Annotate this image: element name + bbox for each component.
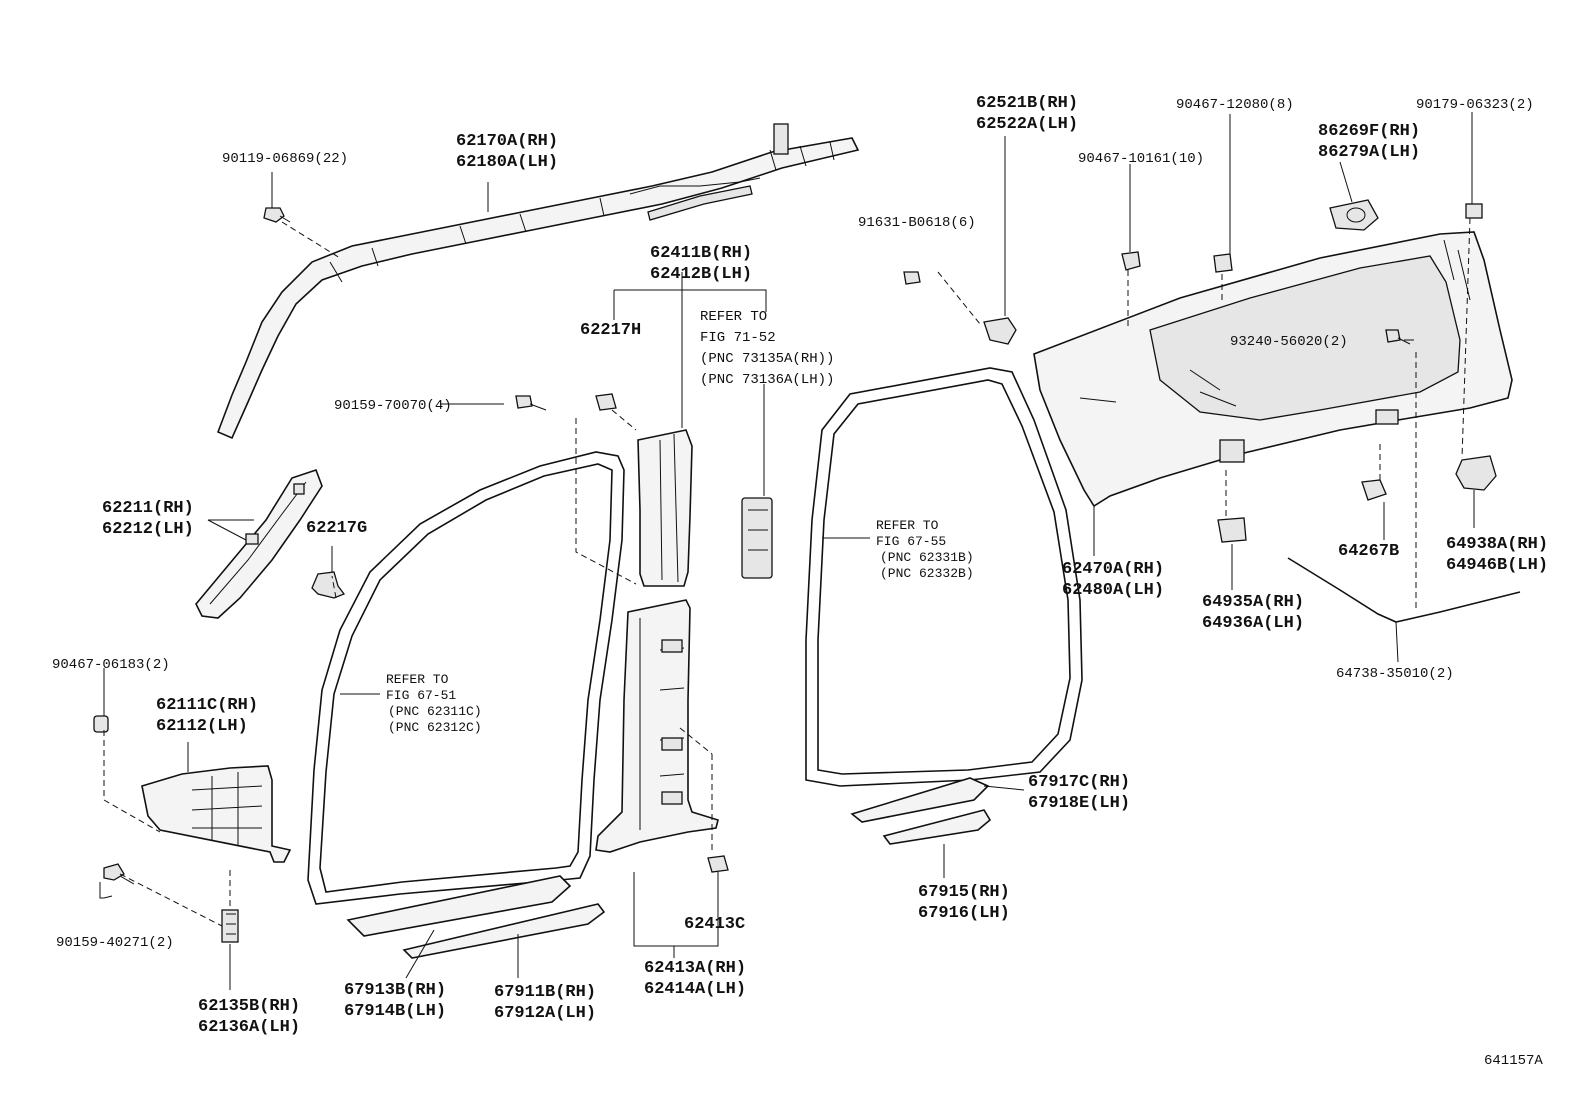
bracket-64935a-icon[interactable] <box>1217 517 1247 543</box>
center-pillar-lower-garnish-part[interactable] <box>595 599 719 853</box>
label-90159-40271: 90159-40271(2) <box>56 935 174 951</box>
label-67916: 67916(LH) <box>918 904 1010 923</box>
refer-fig-67-55-line3: (PNC 62331B) <box>880 550 974 565</box>
front-door-opening-weatherstrip <box>307 451 625 905</box>
front-scuff-plate-part[interactable] <box>346 875 606 959</box>
center-pillar-upper-garnish-part[interactable] <box>637 429 693 587</box>
rear-door-opening-weatherstrip <box>805 367 1083 787</box>
label-64938a: 64938A(RH) <box>1446 535 1548 554</box>
label-90467-12080: 90467-12080(8) <box>1176 97 1294 113</box>
bolt-90159-70070-icon[interactable] <box>515 395 547 411</box>
label-64738-35010: 64738-35010(2) <box>1336 666 1454 682</box>
refer-fig-71-52-line2: FIG 71-52 <box>700 330 776 346</box>
clip-90467-10161-icon[interactable] <box>1121 251 1141 271</box>
label-62521b: 62521B(RH) <box>976 94 1078 113</box>
clip-62217g-icon[interactable] <box>311 571 346 599</box>
seat-belt-anchor-cover-part[interactable] <box>741 497 773 579</box>
clip-90179-icon[interactable] <box>1465 203 1483 219</box>
label-62413a: 62413A(RH) <box>644 959 746 978</box>
label-62414a: 62414A(LH) <box>644 980 746 999</box>
label-67917c: 67917C(RH) <box>1028 773 1130 792</box>
label-67914b: 67914B(LH) <box>344 1002 446 1021</box>
hook-62521b-icon[interactable] <box>983 317 1017 345</box>
label-90119-06869: 90119-06869(22) <box>222 151 348 167</box>
label-64946b: 64946B(LH) <box>1446 556 1548 575</box>
label-67912a: 67912A(LH) <box>494 1004 596 1023</box>
label-62412b: 62412B(LH) <box>650 265 752 284</box>
refer-fig-67-55-line4: (PNC 62332B) <box>880 566 974 581</box>
label-90179-06323: 90179-06323(2) <box>1416 97 1534 113</box>
label-62211: 62211(RH) <box>102 499 194 518</box>
cover-64938a-icon[interactable] <box>1455 455 1497 491</box>
screw-93240-icon[interactable] <box>1385 329 1411 345</box>
label-62212: 62212(LH) <box>102 520 194 539</box>
label-62470a: 62470A(RH) <box>1062 560 1164 579</box>
clip-62413c-icon[interactable] <box>707 855 729 873</box>
refer-fig-67-55-line2: FIG 67-55 <box>876 534 946 549</box>
label-62135b: 62135B(RH) <box>198 997 300 1016</box>
label-86269f: 86269F(RH) <box>1318 122 1420 141</box>
label-62413c: 62413C <box>684 915 745 934</box>
refer-fig-67-51-line2: FIG 67-51 <box>386 688 456 703</box>
label-62136a: 62136A(LH) <box>198 1018 300 1037</box>
refer-fig-67-51-line3: (PNC 62311C) <box>388 704 482 719</box>
label-62180a: 62180A(LH) <box>456 153 558 172</box>
hook-64267b-icon[interactable] <box>1361 479 1387 501</box>
rear-scuff-plate-part[interactable] <box>850 777 992 845</box>
refer-fig-67-55-line1: REFER TO <box>876 518 939 533</box>
leader-lines <box>99 112 1475 990</box>
label-62170a: 62170A(RH) <box>456 132 558 151</box>
clip-90467-06183-icon[interactable] <box>93 715 109 733</box>
label-64267b: 64267B <box>1338 542 1399 561</box>
refer-fig-67-51-line1: REFER TO <box>386 672 449 687</box>
bolt-90159-40271-icon[interactable] <box>103 863 135 885</box>
label-86279a: 86279A(LH) <box>1318 143 1420 162</box>
label-62480a: 62480A(LH) <box>1062 581 1164 600</box>
bolt-91631-icon[interactable] <box>903 271 921 285</box>
label-91631-b0618: 91631-B0618(6) <box>858 215 976 231</box>
front-pillar-garnish-part[interactable] <box>195 468 323 619</box>
refer-fig-71-52-line1: REFER TO <box>700 309 767 325</box>
speaker-cover-part[interactable] <box>1329 199 1379 231</box>
label-64935a: 64935A(RH) <box>1202 593 1304 612</box>
clip-90467-12080-icon[interactable] <box>1213 253 1233 273</box>
label-93240-56020: 93240-56020(2) <box>1230 334 1348 350</box>
label-62411b: 62411B(RH) <box>650 244 752 263</box>
refer-fig-71-52-line4: (PNC 73136A(LH)) <box>700 372 834 388</box>
clip-62217h-icon[interactable] <box>595 393 617 411</box>
dashed-guide-lines <box>103 217 1471 927</box>
trim-strip-64738[interactable] <box>1287 557 1521 623</box>
label-62112: 62112(LH) <box>156 717 248 736</box>
label-67911b: 67911B(RH) <box>494 983 596 1002</box>
quarter-trim-panel-part[interactable] <box>1033 231 1513 508</box>
label-67913b: 67913B(RH) <box>344 981 446 1000</box>
hook-62135b-icon[interactable] <box>221 909 239 943</box>
cowl-side-trim-part[interactable] <box>141 765 292 863</box>
label-64936a: 64936A(LH) <box>1202 614 1304 633</box>
label-62111c: 62111C(RH) <box>156 696 258 715</box>
curtain-airbag-part[interactable] <box>216 123 860 440</box>
bolt-90119-icon[interactable] <box>263 207 291 223</box>
label-90467-06183: 90467-06183(2) <box>52 657 170 673</box>
label-62217h: 62217H <box>580 321 641 340</box>
refer-fig-67-51-line4: (PNC 62312C) <box>388 720 482 735</box>
figure-code: 641157A <box>1484 1053 1543 1069</box>
label-90159-70070: 90159-70070(4) <box>334 398 452 414</box>
label-62217g: 62217G <box>306 519 367 538</box>
label-67918e: 67918E(LH) <box>1028 794 1130 813</box>
refer-fig-71-52-line3: (PNC 73135A(RH)) <box>700 351 834 367</box>
label-67915: 67915(RH) <box>918 883 1010 902</box>
label-62522a: 62522A(LH) <box>976 115 1078 134</box>
label-90467-10161: 90467-10161(10) <box>1078 151 1204 167</box>
